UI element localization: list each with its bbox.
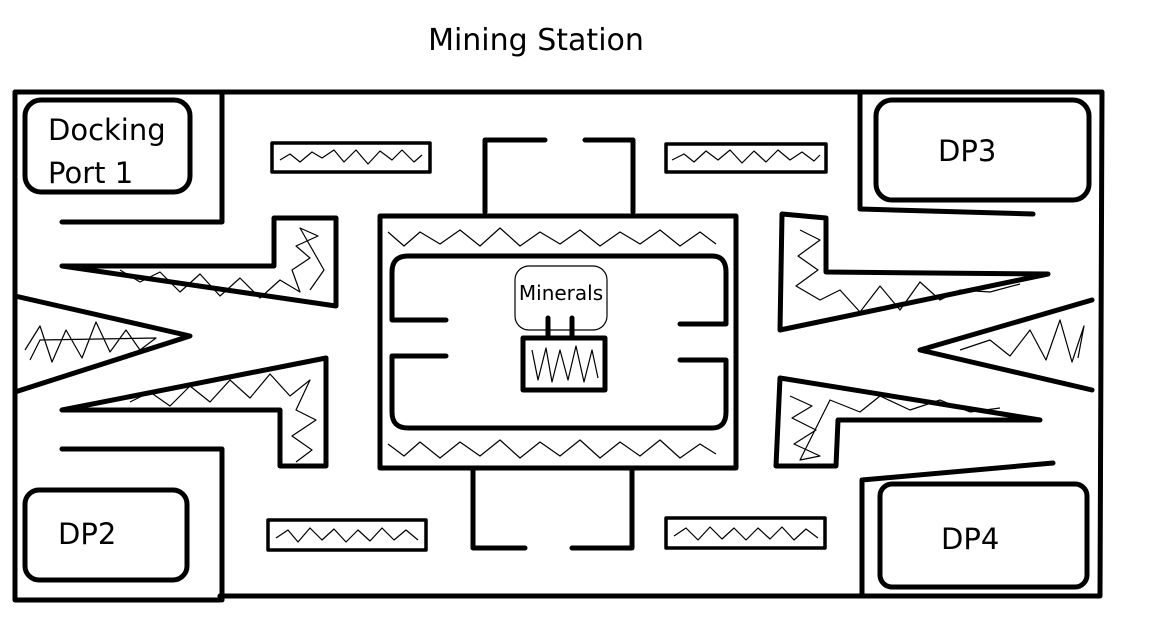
mineral-strip-top-right — [664, 142, 828, 174]
minerals-box — [514, 265, 608, 331]
minerals-label: Minerals — [519, 281, 603, 305]
docking-port-2-label: DP2 — [58, 517, 116, 551]
tunnel-right — [917, 297, 1095, 393]
docking-port-3-label: DP3 — [938, 134, 996, 168]
diagram-title: Mining Station — [428, 23, 644, 58]
mineral-strip-bottom-right — [664, 516, 827, 550]
mineral-strip-bottom-left — [266, 518, 428, 552]
tunnel-upper-left — [59, 215, 339, 309]
docking-port-4-label: DP4 — [941, 522, 999, 556]
docking-port-4: DP4 — [859, 460, 1090, 599]
docking-port-1: Docking Port 1 — [22, 89, 225, 225]
tunnel-lower-left — [59, 355, 329, 469]
docking-port-1-label-line2: Port 1 — [48, 156, 133, 190]
docking-port-2: DP2 — [22, 446, 225, 603]
tunnel-upper-right — [777, 211, 1051, 333]
tunnel-lower-right — [773, 375, 1043, 469]
tunnel-left — [12, 293, 193, 395]
central-complex: Minerals — [377, 137, 739, 551]
docking-port-3: DP3 — [857, 89, 1092, 217]
docking-port-1-label-line1: Docking — [48, 113, 166, 147]
mineral-strip-top-left — [270, 141, 432, 174]
